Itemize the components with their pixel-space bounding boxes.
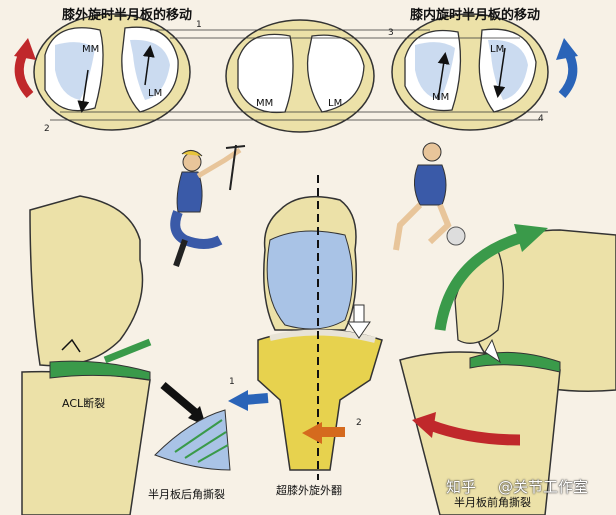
label-lm-center: LM (328, 98, 343, 109)
marker-3-top: 3 (388, 28, 394, 38)
label-posterior-horn-tear: 半月板后角撕裂 (148, 488, 225, 501)
watermark-account: @关节工作室 (498, 478, 589, 496)
marker-1-top: 1 (196, 20, 202, 30)
title-lateral-rotation: 膝外旋时半月板的移动 (62, 8, 193, 23)
reference-lines (50, 29, 548, 121)
label-mm-right: MM (432, 92, 450, 103)
black-arrow (160, 381, 206, 426)
label-lm-right: LM (490, 44, 505, 55)
frontal-knee (257, 195, 383, 471)
label-hyper-rotation: 超膝外旋外翻 (276, 484, 342, 497)
sagittal-knee-anterior (399, 229, 616, 515)
white-down-arrow (347, 304, 371, 339)
blue-arrow (228, 390, 269, 411)
soccer-player-figure (393, 142, 466, 251)
orange-arrow (302, 422, 345, 444)
red-curved-arrow (412, 412, 521, 446)
posterior-horn-tear-detail (154, 409, 231, 471)
plateau-center-neutral (225, 19, 375, 133)
climber-figure (170, 144, 246, 267)
label-mm-left: MM (82, 44, 100, 55)
marker-2-bottom: 2 (356, 418, 362, 428)
marker-1-bottom: 1 (229, 377, 235, 387)
rotation-arrow-red (14, 38, 36, 99)
green-curved-arrow (434, 224, 548, 331)
marker-4-top: 4 (538, 114, 544, 124)
plateau-right-medial-rotation (391, 13, 549, 131)
label-lm-left: LM (148, 88, 163, 99)
rotation-arrow-blue (556, 38, 578, 99)
watermark-prefix: 知乎 (446, 478, 477, 496)
title-medial-rotation: 膝内旋时半月板的移动 (410, 8, 541, 23)
plateau-left-lateral-rotation (33, 13, 191, 131)
label-anterior-horn-tear: 半月板前角撕裂 (454, 496, 531, 509)
label-acl-tear: ACL断裂 (62, 397, 106, 410)
marker-2-top: 2 (44, 124, 50, 134)
sagittal-knee-acl (21, 195, 152, 515)
label-mm-center: MM (256, 98, 274, 109)
